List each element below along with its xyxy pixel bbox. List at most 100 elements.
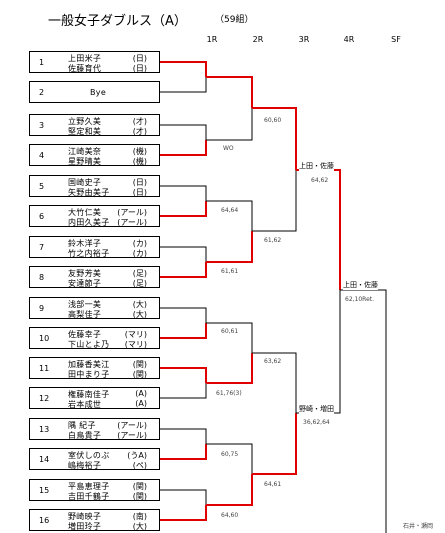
- r2-line-6: [206, 353, 253, 384]
- footer-credit: 石井・瀬岡: [402, 523, 433, 530]
- player-1-club: (関): [132, 360, 147, 369]
- player-1-club: (足): [132, 269, 147, 278]
- entry-number: 14: [39, 455, 50, 464]
- player-2-name: 内田久美子: [68, 218, 110, 227]
- player-1-club: (関): [132, 482, 147, 491]
- player-1-club: (アール): [117, 208, 147, 217]
- r1-line-16: [160, 505, 207, 521]
- player-1-club: (南): [132, 512, 147, 521]
- player-2-club: (日): [132, 64, 147, 73]
- player-1-name: 浅部一美: [68, 300, 102, 309]
- player-2-club: (日): [132, 188, 147, 197]
- entry-number: 3: [39, 121, 45, 130]
- r1-line-12: [160, 383, 207, 399]
- player-2-name: 岩本成世: [68, 400, 102, 409]
- score-3-4: WO: [223, 145, 234, 152]
- r1-line-4: [160, 140, 207, 156]
- r1-line-3: [160, 124, 207, 140]
- player-1-name: Bye: [90, 88, 107, 97]
- player-1-name: 江崎美奈: [68, 147, 102, 156]
- page-title: 一般女子ダブルス（A）: [48, 14, 187, 29]
- player-1-club: (アール): [117, 421, 147, 430]
- r3-line-3: [252, 352, 297, 413]
- entry-number: 2: [39, 88, 45, 97]
- score-13-14: 60,75: [221, 451, 239, 458]
- player-1-name: 立野久美: [68, 117, 102, 126]
- player-2-club: (機): [132, 157, 147, 166]
- entry-number: 1: [39, 58, 45, 67]
- entry-number: 9: [39, 304, 45, 313]
- r1-line-11: [160, 367, 207, 383]
- player-1-name: 室伏しのぶ: [68, 451, 110, 460]
- player-1-name: 平島恵理子: [68, 482, 110, 491]
- score-r2b: 61,62: [264, 237, 282, 244]
- r1-line-14: [160, 444, 207, 460]
- player-2-name: 佐藤育代: [68, 64, 102, 73]
- player-2-name: 堅定和美: [68, 127, 102, 136]
- r2-line-2: [206, 108, 253, 141]
- score-5-6: 64,64: [221, 207, 239, 214]
- r2-line-4: [206, 231, 253, 263]
- r1-line-6: [160, 201, 207, 217]
- player-2-club: (関): [132, 492, 147, 501]
- entry-number: 12: [39, 394, 50, 403]
- r2-line-3: [206, 200, 253, 231]
- entry-number: 4: [39, 151, 45, 160]
- player-2-club: (カ): [132, 249, 147, 258]
- player-2-name: 田中まり子: [68, 370, 110, 379]
- score-11-12: 61,76(3): [216, 390, 242, 397]
- player-2-name: 高梨佳子: [68, 310, 102, 319]
- r1-line-10: [160, 323, 207, 339]
- player-2-name: 安達節子: [68, 279, 102, 288]
- entry-count: （59組）: [215, 15, 254, 25]
- player-2-name: 嶋梅裕子: [68, 461, 102, 470]
- round-header-2r: 2R: [252, 35, 264, 44]
- r1-line-15: [160, 489, 207, 505]
- r2-line-7: [206, 443, 253, 474]
- player-2-club: (マリ): [124, 340, 147, 349]
- player-2-name: 増田玲子: [68, 522, 102, 531]
- score-r3b: 36,62,64: [303, 419, 330, 426]
- r1-line-8: [160, 262, 207, 278]
- entry-number: 5: [39, 182, 45, 191]
- player-1-name: 鈴木洋子: [68, 239, 102, 248]
- entry-number: 8: [39, 273, 45, 282]
- player-2-club: (大): [132, 522, 147, 531]
- winner-r3b: 野崎・増田: [299, 404, 334, 414]
- round-header-4r: 4R: [343, 35, 355, 44]
- player-2-name: 星野晴美: [68, 157, 102, 166]
- player-1-club: (日): [132, 54, 147, 63]
- player-2-club: (足): [132, 279, 147, 288]
- r4-line-2: [296, 290, 341, 414]
- r2-line-1: [206, 76, 253, 108]
- player-1-name: 国崎史子: [68, 178, 102, 187]
- r1-line-7: [160, 246, 207, 262]
- player-1-club: (うA): [127, 451, 147, 460]
- player-2-club: (A): [135, 399, 147, 408]
- player-1-club: (日): [132, 178, 147, 187]
- player-2-club: (才): [132, 127, 147, 136]
- player-2-club: (関): [132, 370, 147, 379]
- r4-line-1: [296, 169, 341, 290]
- r1-line-13: [160, 428, 207, 444]
- player-2-club: (アール): [117, 218, 147, 227]
- entry-number: 16: [39, 516, 50, 525]
- r3-line-2: [252, 170, 297, 232]
- player-1-name: 隅 紀子: [68, 421, 96, 430]
- score-r4: 62,10Ret.: [345, 296, 375, 303]
- score-15-16: 64,60: [221, 512, 239, 519]
- player-1-club: (大): [132, 300, 147, 309]
- round-header-1r: 1R: [206, 35, 218, 44]
- entry-2: 2 Bye: [29, 81, 160, 103]
- winner-r4: 上田・佐藤: [343, 280, 378, 290]
- entry-number: 11: [39, 364, 50, 373]
